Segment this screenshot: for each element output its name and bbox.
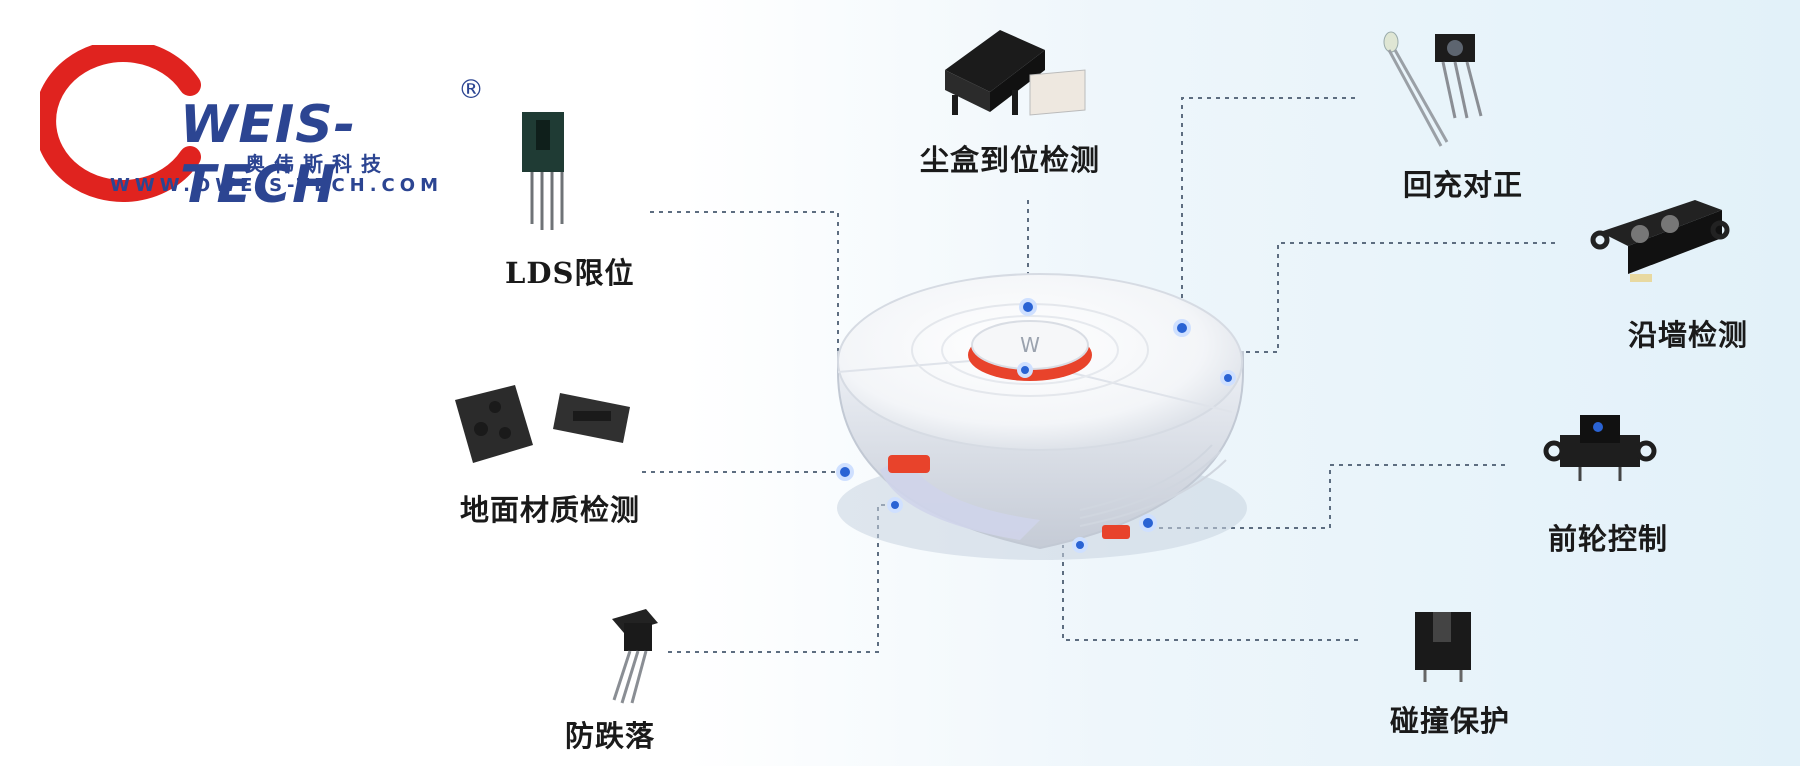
dot-lds (1017, 362, 1033, 378)
robot-bumper-accent-right (1102, 525, 1130, 539)
slot-sensor-image (522, 112, 564, 230)
dot-collision (1072, 537, 1088, 553)
label-recharge-alignment: 回充对正 (1403, 168, 1524, 202)
dot-front-wheel (1139, 514, 1157, 532)
label-anti-fall: 防跌落 (565, 719, 656, 753)
label-lds-limit: LDS限位 (505, 256, 635, 290)
robot-front-window (880, 455, 1040, 540)
label-floor-material-detection: 地面材质检测 (460, 493, 641, 527)
logo-brand-text: WEIS-TECH (180, 95, 357, 215)
wall-sensor-image (1590, 200, 1730, 282)
robot-bumper-accent-left (888, 455, 930, 473)
dot-dust-box (1019, 298, 1037, 316)
logo-registered-mark: ® (458, 75, 484, 105)
recharge-sensor-image (1383, 31, 1483, 147)
sensor-position-dots (836, 298, 1236, 553)
dust-box-sensor-image (945, 30, 1086, 116)
leader-line-recharge (1181, 97, 1355, 328)
label-front-wheel-control: 前轮控制 (1548, 522, 1669, 556)
logo-red-arc (40, 45, 201, 202)
anti-fall-sensor-image (612, 609, 658, 704)
label-collision-protection: 碰撞保护 (1390, 704, 1511, 738)
dot-anti-fall (887, 497, 903, 513)
front-wheel-sensor-image (1543, 415, 1657, 481)
dot-wall (1220, 370, 1236, 386)
logo-website: WWW.OWEIS-TECH.COM (110, 175, 443, 196)
company-logo[interactable]: WEIS-TECH ® 奥伟斯科技 WWW.OWEIS-TECH.COM (40, 45, 490, 215)
collision-sensor-image (1415, 612, 1471, 682)
label-dust-box-detection: 尘盒到位检测 (920, 143, 1101, 177)
leader-line-wall (1215, 242, 1555, 353)
label-wall-detection: 沿墙检测 (1628, 318, 1749, 352)
logo-chinese-name: 奥伟斯科技 (245, 152, 390, 176)
floor-sensor-image (455, 385, 630, 463)
dot-floor (836, 463, 854, 481)
svg-text:W: W (1020, 333, 1040, 357)
dot-recharge (1173, 319, 1191, 337)
